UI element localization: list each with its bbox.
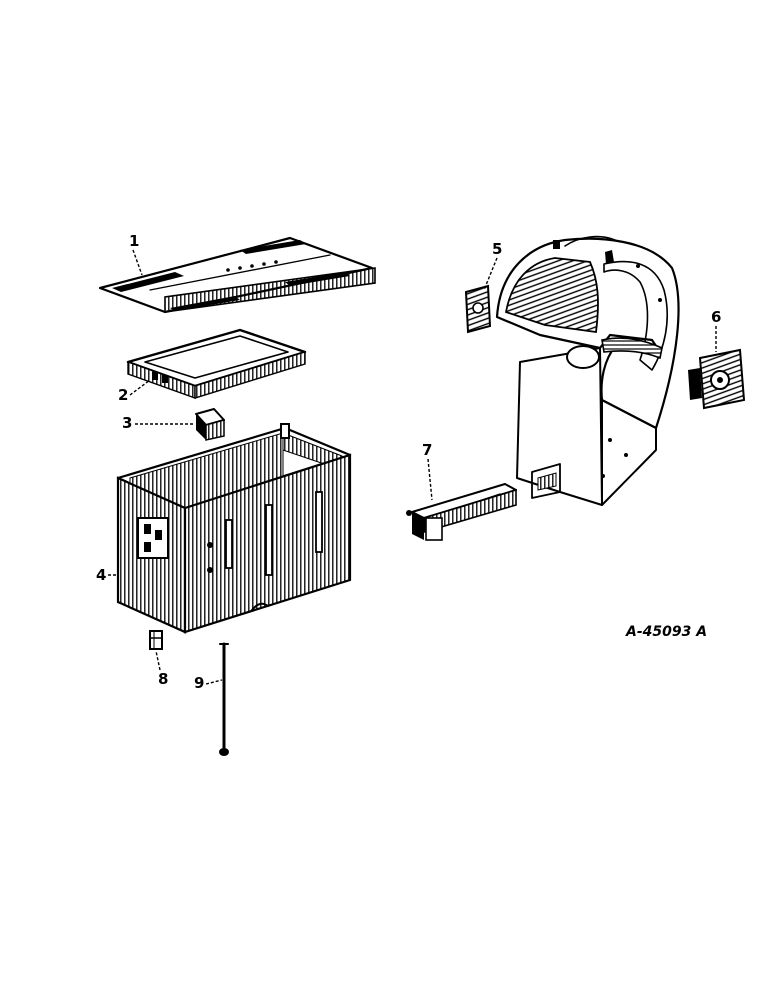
bolt-icon [219,642,229,756]
block-icon [195,408,225,441]
instrument-housing-icon [495,235,680,506]
left-plate-icon [464,284,492,334]
battery-cover-icon [98,236,376,314]
callout-3: 3 [122,414,132,432]
callout-1: 1 [129,232,139,250]
nut-icon [149,630,163,650]
battery-box-icon [116,423,352,634]
hold-down-frame-icon [126,328,307,399]
callout-6: 6 [711,308,721,326]
callout-9: 9 [194,674,204,692]
right-plate-icon [688,348,746,410]
figure-reference: A-45093 A [625,624,707,640]
callout-7: 7 [422,441,432,459]
bracket-icon [406,483,517,541]
callout-5: 5 [492,240,502,258]
callout-8: 8 [158,670,168,688]
callout-4: 4 [96,566,106,584]
callout-2: 2 [118,386,128,404]
